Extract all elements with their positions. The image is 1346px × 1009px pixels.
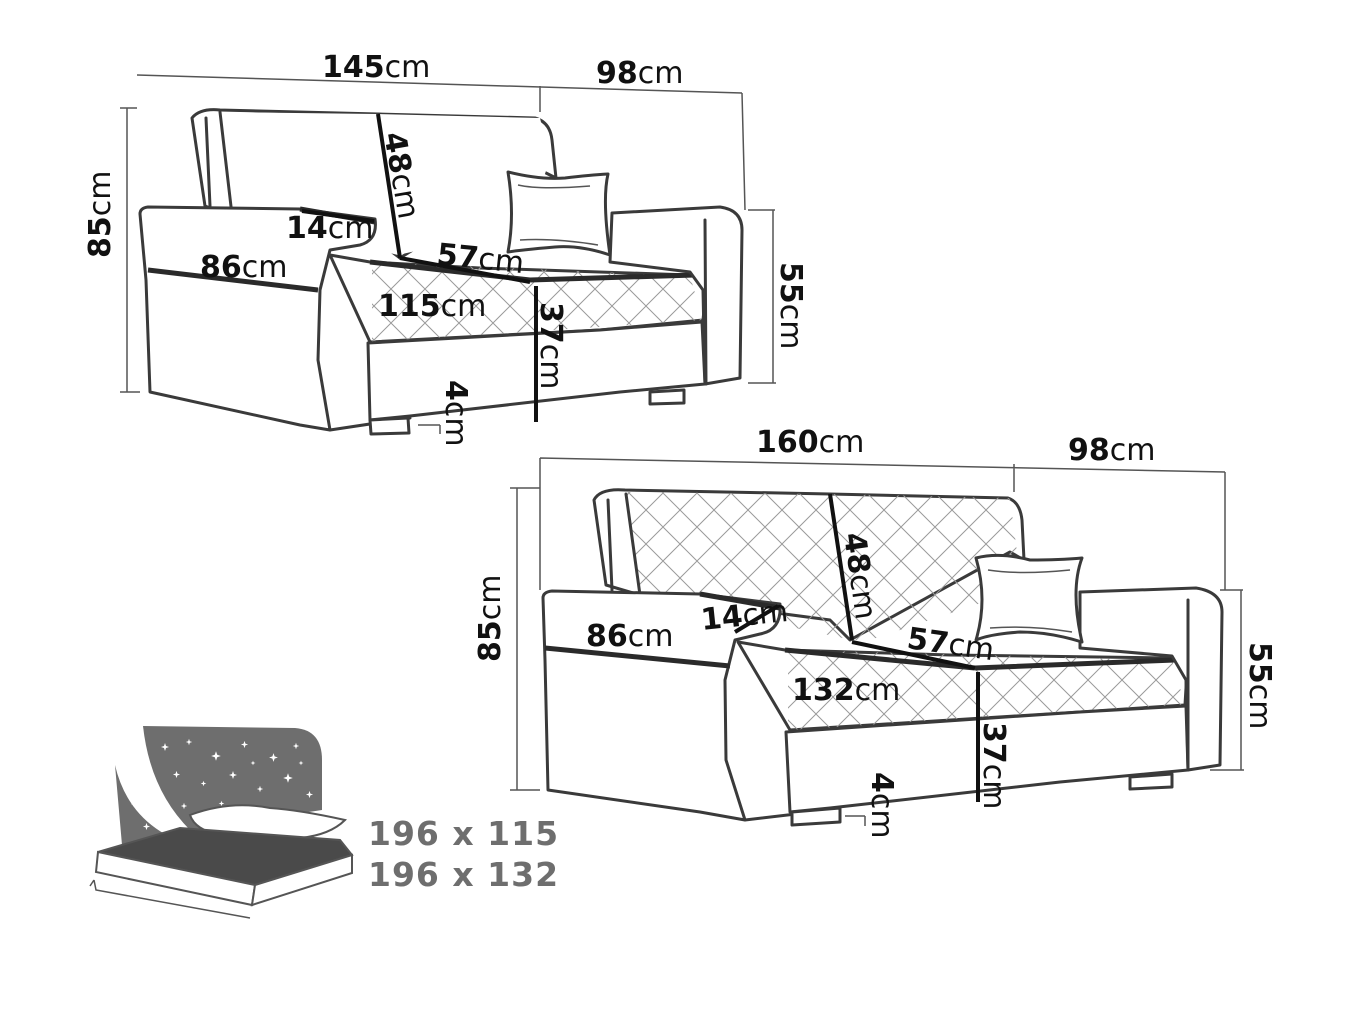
sofa-large-seat-width-label: 132cm (792, 673, 900, 708)
sofa-small-body (138, 108, 744, 436)
sofa-small-width-label: 145cm (322, 50, 430, 85)
sofa-small-arm-width-label: 14cm (286, 211, 373, 246)
sofa-small-seat-height-label: 37cm (533, 302, 568, 389)
sofa-large-seat-height-label: 37cm (976, 722, 1011, 809)
sofa-large-seat-depth-label: 57cm (905, 621, 996, 668)
sleeping-area-large-size: 196 x 132 (368, 855, 559, 894)
sofa-large-guides (510, 457, 1244, 791)
sofa-small-back-height-label: 48cm (376, 129, 426, 221)
sofa-large-back-height-label: 48cm (836, 530, 883, 621)
sofa-large-arm-width-label: 14cm (699, 594, 790, 638)
sofa-small-seat-width-label: 115cm (378, 289, 486, 324)
sofa-small-guides (120, 74, 776, 393)
sofa-small-depth-label: 98cm (596, 56, 683, 91)
sofa-large-leg-height-label: 4cm (864, 772, 899, 839)
sofa-large-body (541, 488, 1224, 827)
sofa-small-arm-height-label: 55cm (773, 262, 808, 349)
sofa-large-height-label: 85cm (473, 575, 508, 662)
bed-with-night-sky-icon (89, 726, 354, 919)
sofa-large-depth-label: 98cm (1068, 433, 1155, 468)
sofa-large-arm-depth-label: 86cm (586, 619, 673, 654)
sofa-small: 145cm 98cm 85cm 55cm 48cm 14cm 86cm 57cm… (83, 50, 808, 447)
sofa-large-arm-height-label: 55cm (1242, 642, 1277, 729)
sleeping-area-small-size: 196 x 115 (368, 814, 559, 853)
sofa-small-arm-depth-label: 86cm (200, 250, 287, 285)
sofa-small-seat-depth-label: 57cm (435, 237, 526, 281)
sofa-small-leg-height-label: 4cm (438, 380, 473, 447)
sofa-large-width-label: 160cm (756, 425, 864, 460)
sofa-small-height-label: 85cm (83, 171, 118, 258)
sofa-large: 160cm 98cm 85cm 55cm 48cm 14cm 86cm 57cm… (473, 425, 1277, 839)
